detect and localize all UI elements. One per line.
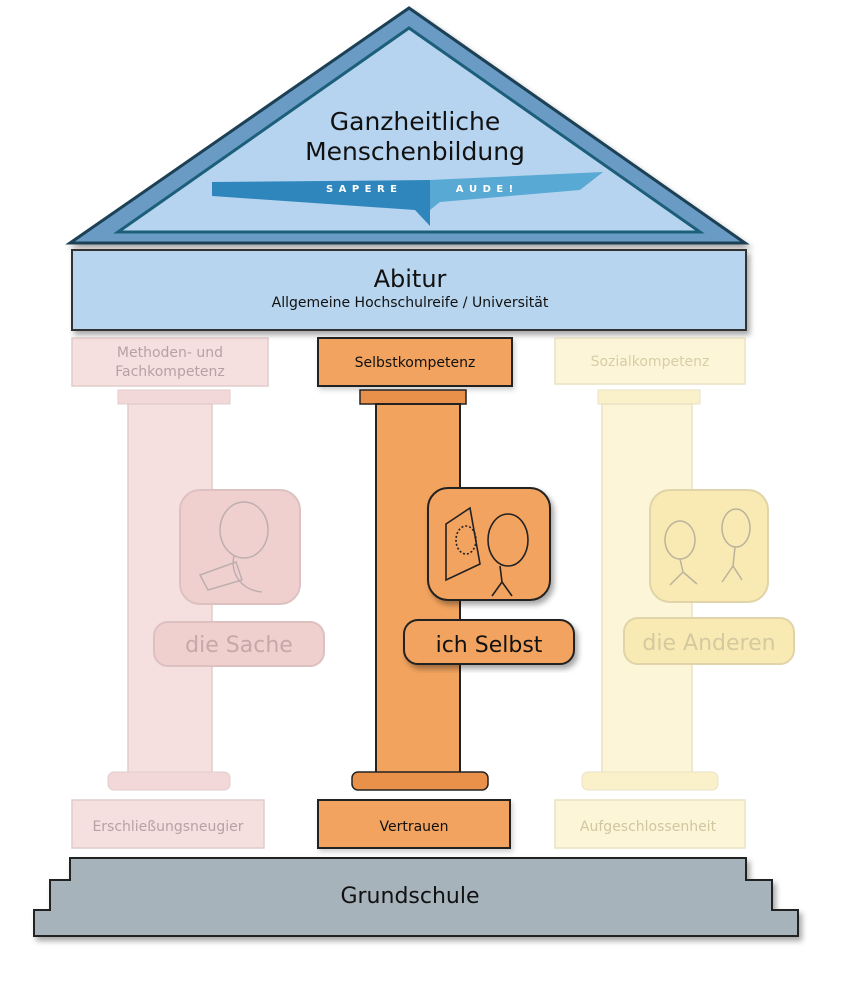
two-people-icon	[664, 508, 751, 586]
roof-title-line1: Ganzheitliche	[330, 107, 501, 136]
foundation-label: Grundschule	[340, 884, 479, 909]
pillar-right-badge	[623, 617, 795, 665]
sapere-aude-banner: S A P E R E A U D E !	[212, 172, 603, 226]
pillar-left-badge	[153, 621, 325, 667]
pillar-left-capital	[71, 337, 269, 387]
pillar-right	[554, 337, 795, 849]
roof-title-line2: Menschenbildung	[305, 137, 525, 166]
pillar-left-icon-box	[179, 489, 301, 605]
foundation-steps	[33, 857, 799, 937]
pillar-left-base-label: Erschließungsneugier	[92, 819, 243, 835]
pillar-right-base-label: Aufgeschlossenheit	[580, 819, 717, 835]
pillar-center	[317, 337, 575, 849]
pillar-center-capital-label: Selbstkompetenz	[355, 355, 476, 371]
pillar-center-badge	[403, 619, 575, 665]
pillar-center-badge-label: ich Selbst	[436, 633, 543, 658]
architrave-subtitle: Allgemeine Hochschulreife / Universität	[272, 295, 549, 311]
pillar-right-badge-label: die Anderen	[642, 631, 775, 656]
banner-text-left: S A P E R E	[326, 184, 398, 195]
pillar-right-base	[554, 799, 746, 849]
architrave-title: Abitur	[374, 265, 447, 293]
person-mirror-icon	[445, 506, 529, 597]
pillar-right-capital-label: Sozialkompetenz	[591, 354, 710, 370]
pillar-center-base-label: Vertrauen	[379, 819, 448, 835]
banner-text-right: A U D E !	[456, 184, 514, 195]
pillar-center-capital	[317, 337, 513, 387]
pillar-right-icon-box	[649, 489, 769, 603]
pillar-left-capital-line1: Methoden- und	[117, 345, 223, 361]
pillar-right-capital	[554, 337, 746, 385]
person-reading-icon	[198, 501, 269, 593]
architrave-beam	[71, 249, 747, 331]
pillar-left-capital-line2: Fachkompetenz	[115, 364, 225, 380]
pillar-left	[71, 337, 325, 849]
pillar-center-base	[317, 799, 511, 849]
pillar-left-base	[71, 799, 265, 849]
pillar-left-badge-label: die Sache	[185, 633, 293, 658]
